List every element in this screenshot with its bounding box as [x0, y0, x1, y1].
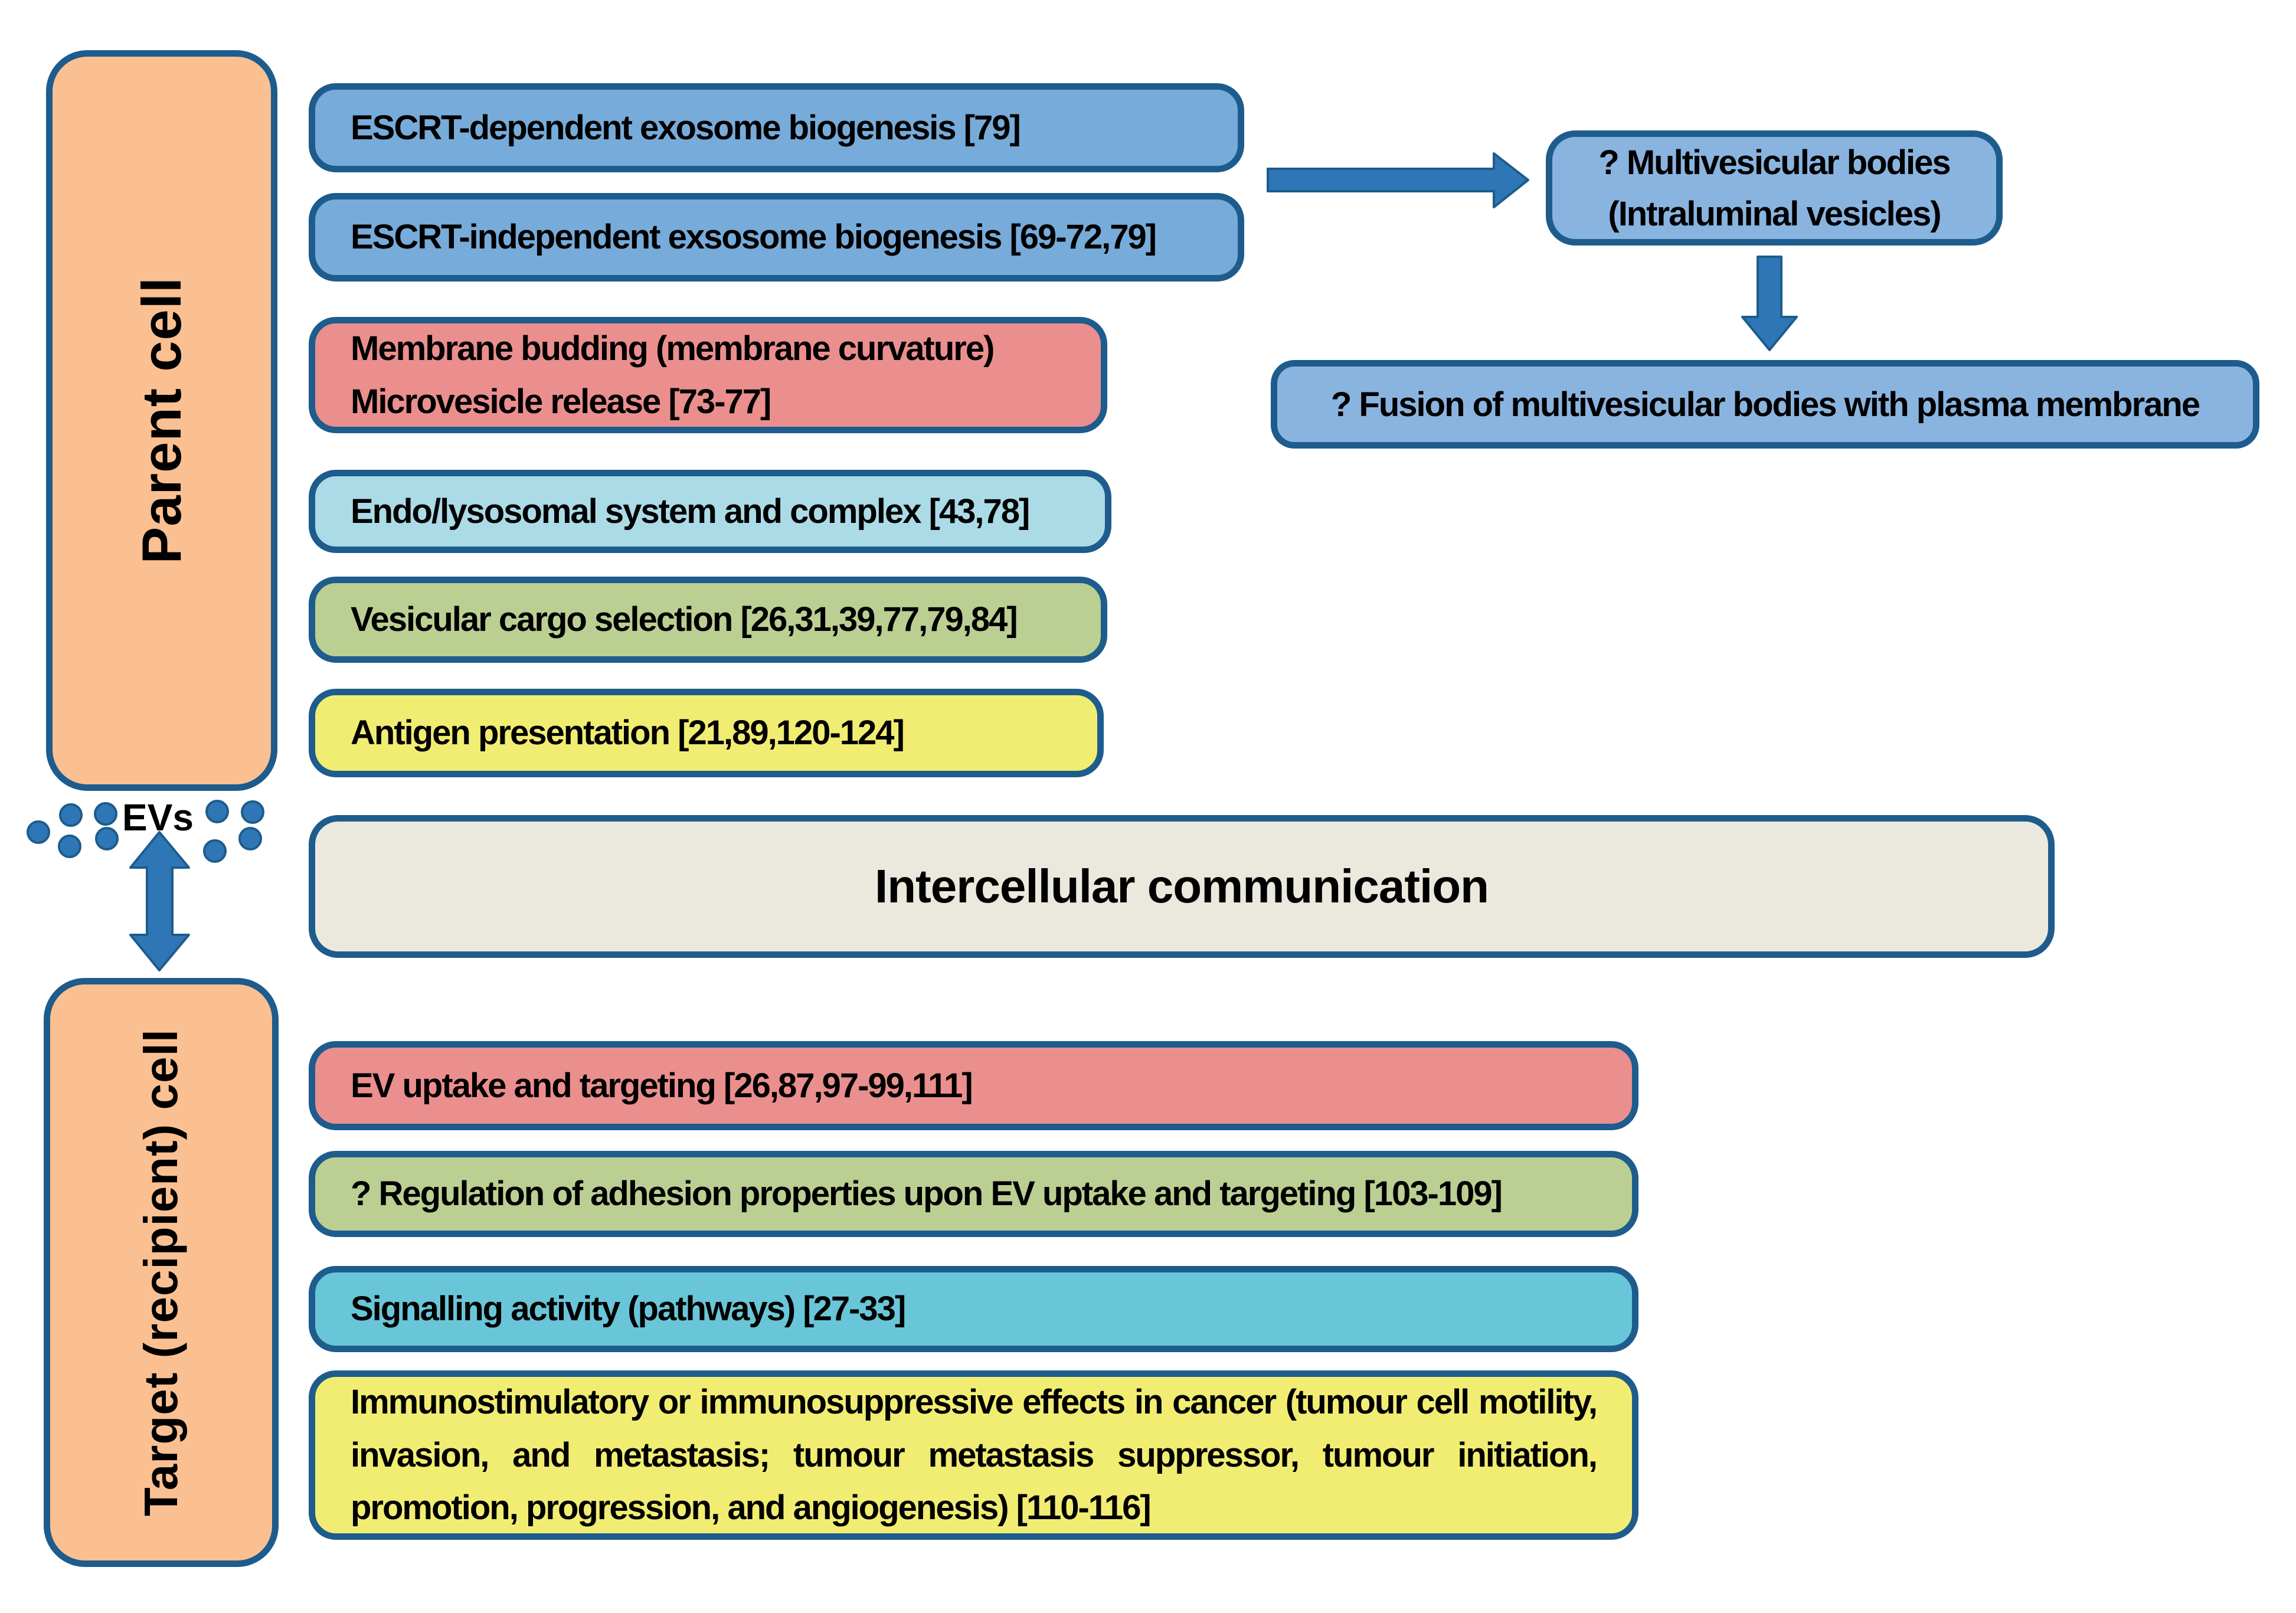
fusion-label: ? Fusion of multivesicular bodies with p… [1330, 385, 2200, 424]
target-process-immuno-effects: Immunostimulatory or immunosuppressive e… [309, 1370, 1638, 1540]
intercellular-communication-label: Intercellular communication [875, 860, 1489, 912]
process-label: Signalling activity (pathways) [27-33] [351, 1290, 906, 1329]
target-cell-box: Target (recipient) cell [44, 978, 279, 1567]
ev-dot [95, 827, 119, 850]
process-label: Antigen presentation [21,89,120-124] [351, 714, 905, 752]
ev-dot [58, 835, 81, 858]
ev-dot [94, 802, 117, 826]
process-label: EV uptake and targeting [26,87,97-99,111… [351, 1066, 973, 1105]
right-arrow-icon [1267, 152, 1529, 208]
parent-process-escrt-independent: ESCRT-independent exsosome biogenesis [6… [309, 193, 1244, 282]
multivesicular-bodies-box: ? Multivesicular bodies (Intraluminal ve… [1546, 130, 2003, 246]
multivesicular-bodies-label: ? Multivesicular bodies (Intraluminal ve… [1598, 143, 1951, 233]
process-label: Vesicular cargo selection [26,31,39,77,7… [351, 600, 1018, 639]
evs-label: EVs [122, 796, 194, 839]
process-label: ? Regulation of adhesion properties upon… [351, 1174, 1503, 1213]
target-process-ev-uptake: EV uptake and targeting [26,87,97-99,111… [309, 1041, 1638, 1130]
ev-dot [59, 803, 83, 827]
target-cell-label: Target (recipient) cell [135, 1028, 187, 1517]
target-process-signalling: Signalling activity (pathways) [27-33] [309, 1266, 1638, 1352]
parent-process-cargo-selection: Vesicular cargo selection [26,31,39,77,7… [309, 577, 1107, 663]
process-label: ESCRT-independent exsosome biogenesis [6… [351, 218, 1157, 257]
parent-cell-label: Parent cell [130, 277, 192, 564]
process-label: ESCRT-dependent exosome biogenesis [79] [351, 108, 1021, 147]
ev-dot [205, 800, 229, 823]
parent-process-escrt-dependent: ESCRT-dependent exosome biogenesis [79] [309, 83, 1244, 172]
down-arrow-icon [1741, 256, 1798, 351]
evs-double-arrow-icon [129, 831, 190, 971]
parent-cell-box: Parent cell [46, 50, 277, 791]
process-label: Membrane budding (membrane curvature) Mi… [351, 329, 995, 421]
fusion-box: ? Fusion of multivesicular bodies with p… [1271, 360, 2259, 449]
ev-dot [27, 820, 50, 844]
ev-dot [203, 839, 227, 863]
parent-process-membrane-budding: Membrane budding (membrane curvature) Mi… [309, 317, 1107, 433]
target-process-adhesion-regulation: ? Regulation of adhesion properties upon… [309, 1151, 1638, 1237]
ev-dot [241, 800, 264, 824]
parent-process-endolysosomal: Endo/lysosomal system and complex [43,78… [309, 470, 1111, 553]
intercellular-communication-box: Intercellular communication [309, 815, 2055, 958]
parent-process-antigen-presentation: Antigen presentation [21,89,120-124] [309, 689, 1104, 777]
process-label: Immunostimulatory or immunosuppressive e… [351, 1382, 1598, 1527]
ev-dot [238, 827, 262, 850]
process-label: Endo/lysosomal system and complex [43,78… [351, 492, 1030, 531]
